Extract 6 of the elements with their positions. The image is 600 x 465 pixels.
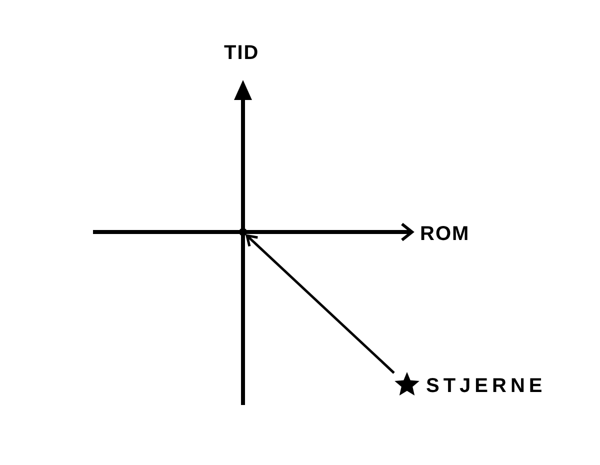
- origin-dot: [239, 228, 247, 236]
- star-icon: [394, 372, 420, 398]
- axis-label: ROM: [420, 223, 470, 245]
- axis-label: TID: [224, 42, 260, 64]
- arrow: [246, 234, 395, 374]
- star-caption: STJERNE: [426, 375, 546, 397]
